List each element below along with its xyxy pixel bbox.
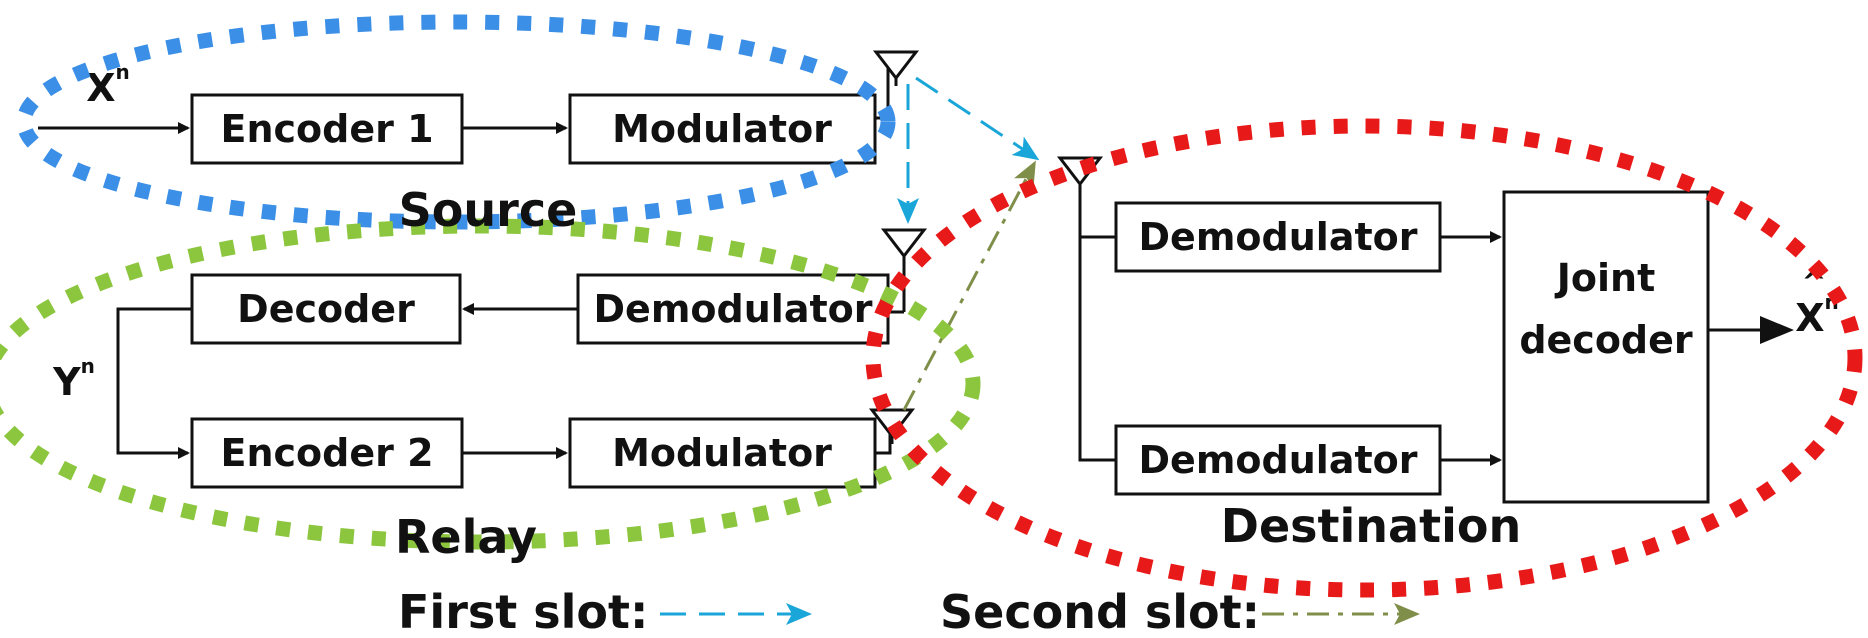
first-slot-links [897,76,1040,224]
second-slot-links [902,160,1036,411]
relay-section: Demodulator Decoder Yn Encoder 2 Modulat… [52,228,928,489]
relay-side-label: Yn [52,354,95,404]
modulator-relay-block [568,417,877,489]
relay-group-outline [0,218,981,550]
destination-caption: Destination [1221,499,1521,553]
source-section: Xn Encoder 1 Modulator [38,50,920,165]
decoder-label: Decoder [237,287,415,331]
relay-caption: Relay [395,510,537,564]
legend-first-slot-label: First slot: [398,585,648,638]
legend-second-slot-label: Second slot: [940,585,1260,638]
decoder-block [190,273,462,345]
legend: First slot: Second slot: [398,585,1420,638]
antenna-source-icon [872,50,920,86]
modulator-source-block [568,93,877,165]
modulator-relay-label: Modulator [612,431,832,475]
source-caption: Source [399,183,578,237]
antenna-relay-tx-icon [868,408,916,444]
relay-to-destination-link [902,160,1036,411]
source-to-destination-link [915,76,1040,161]
destination-section: Demodulator Demodulator Joint decoder Xn… [1056,156,1839,504]
demodulator-dest-bottom-label: Demodulator [1139,438,1418,482]
encoder-1-label: Encoder 1 [220,107,433,151]
demodulator-dest-top-block [1114,201,1442,273]
joint-decoder-label-line1: Joint [1554,256,1656,300]
demodulator-dest-top-label: Demodulator [1139,215,1418,259]
encoder-1-block [190,93,464,165]
encoder-2-label: Encoder 2 [220,431,433,475]
destination-group-outline [865,118,1863,598]
joint-decoder-block [1502,190,1710,504]
modulator-source-label: Modulator [612,107,832,151]
joint-decoder-label-line2: decoder [1519,318,1693,362]
encoder-2-block [190,417,464,489]
demodulator-dest-bottom-block [1114,424,1442,496]
demodulator-relay-label: Demodulator [594,287,873,331]
